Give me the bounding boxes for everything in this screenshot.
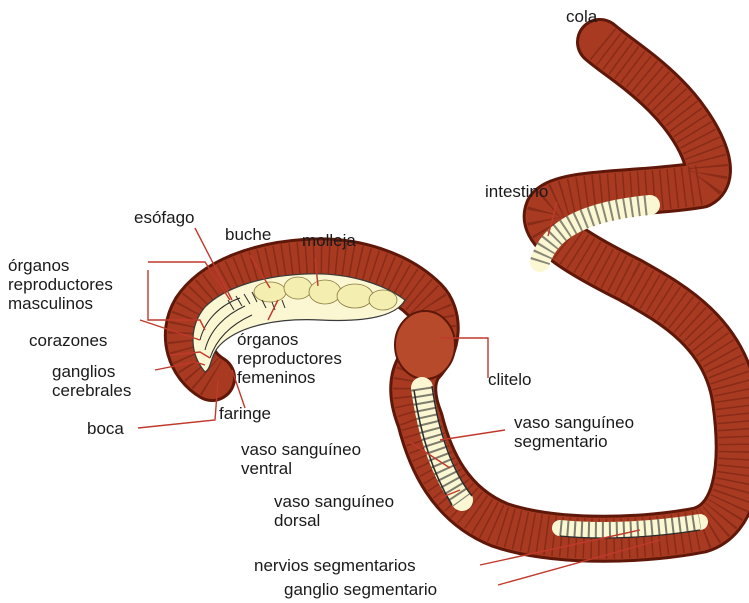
label-faringe: faringe	[219, 404, 271, 423]
label-line: ventral	[241, 459, 361, 478]
label-line: órganos	[8, 256, 113, 275]
label-vaso-dorsal: vaso sanguíneo dorsal	[274, 492, 394, 530]
label-organos-femeninos: órganos reproductores femeninos	[237, 330, 342, 387]
label-nervios-segmentarios: nervios segmentarios	[254, 556, 416, 575]
label-organos-masculinos: órganos reproductores masculinos	[8, 256, 113, 313]
label-line: ganglios	[52, 362, 131, 381]
clitellum	[395, 311, 455, 379]
label-line: segmentario	[514, 432, 634, 451]
label-molleja: molleja	[302, 231, 356, 250]
label-boca: boca	[87, 419, 124, 438]
label-line: cerebrales	[52, 381, 131, 400]
label-cola: cola	[566, 7, 597, 26]
label-vaso-ventral: vaso sanguíneo ventral	[241, 440, 361, 478]
label-buche: buche	[225, 225, 271, 244]
label-line: masculinos	[8, 294, 113, 313]
label-line: dorsal	[274, 511, 394, 530]
label-line: vaso sanguíneo	[274, 492, 394, 511]
label-line: vaso sanguíneo	[514, 413, 634, 432]
label-line: órganos	[237, 330, 342, 349]
label-clitelo: clitelo	[488, 370, 531, 389]
label-corazones: corazones	[29, 331, 107, 350]
label-line: reproductores	[8, 275, 113, 294]
label-intestino: intestino	[485, 182, 548, 201]
label-vaso-segmentario: vaso sanguíneo segmentario	[514, 413, 634, 451]
label-line: reproductores	[237, 349, 342, 368]
label-line: vaso sanguíneo	[241, 440, 361, 459]
label-esofago: esófago	[134, 208, 195, 227]
label-ganglio-segmentario: ganglio segmentario	[284, 580, 437, 599]
label-ganglios-cerebrales: ganglios cerebrales	[52, 362, 131, 400]
label-line: femeninos	[237, 368, 342, 387]
